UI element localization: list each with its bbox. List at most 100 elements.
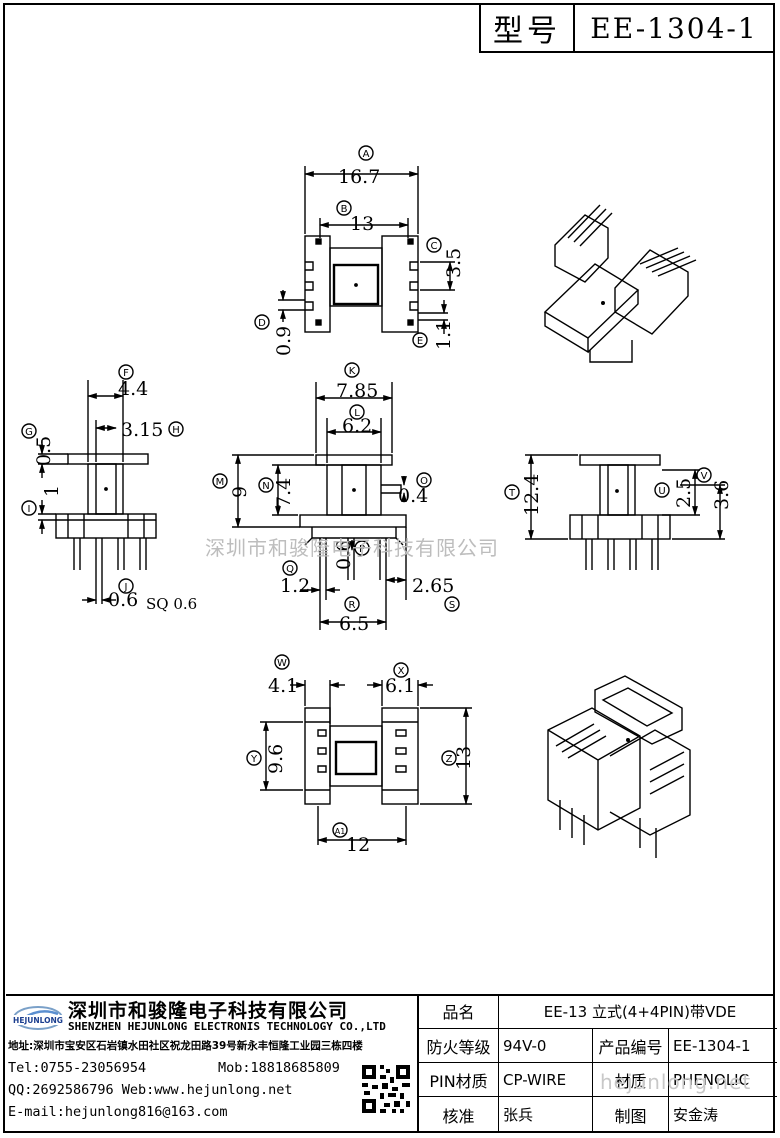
callout-A: A (363, 149, 370, 160)
callout-J: J (124, 582, 128, 593)
company-mob: Mob:18818685809 (218, 1060, 340, 1076)
bottom-divider (6, 994, 775, 996)
spec-table: 品名 EE-13 立式(4+4PIN)带VDE 防火等级 94V-0 产品编号 … (417, 994, 777, 1132)
qr-code (360, 1063, 412, 1115)
callout-F: F (123, 368, 129, 379)
dim-K: 7.85 (336, 380, 378, 402)
dim-Q: 1.2 (280, 575, 310, 597)
callout-H: H (172, 425, 180, 436)
front-view (212, 362, 460, 630)
logo-text: HEJUNLONG (13, 1016, 63, 1025)
company-logo: HEJUNLONG (12, 1006, 64, 1030)
model-title-block: 型号 EE-1304-1 (479, 3, 775, 53)
spec-row-material: PIN材质 CP-WIRE 材质 PHENOLIC (419, 1062, 777, 1097)
bottom-view (246, 654, 472, 845)
spec-row-approval: 核准 张兵 制图 安金涛 (419, 1096, 777, 1132)
dim-J: 0.6 (108, 589, 138, 611)
dim-B: 13 (350, 213, 374, 235)
spec-name-label: 品名 (419, 994, 499, 1028)
dim-X: 6.1 (385, 675, 415, 697)
company-email: E-mail:hejunlong816@163.com (8, 1104, 228, 1120)
spec-draw-label: 制图 (593, 1097, 669, 1132)
callout-R: R (349, 600, 356, 611)
company-name-cn: 深圳市和骏隆电子科技有限公司 (68, 1000, 349, 1022)
dim-A: 16.7 (338, 166, 380, 188)
callout-S: S (449, 600, 455, 611)
model-value: EE-1304-1 (590, 11, 758, 45)
callout-V: V (701, 471, 708, 482)
callout-Z: Z (446, 754, 453, 765)
spec-check-label: 核准 (419, 1097, 499, 1132)
dim-I: 1 (41, 485, 63, 497)
callout-M: M (216, 477, 225, 488)
company-info: HEJUNLONG 深圳市和骏隆电子科技有限公司 SHENZHEN HEJUNL… (6, 994, 416, 1131)
dim-T: 12.4 (521, 474, 543, 516)
dim-A1: 12 (346, 834, 370, 856)
dim-D: 0.9 (273, 326, 295, 356)
dim-J-sq: SQ 0.6 (146, 595, 197, 613)
dim-R: 6.5 (339, 613, 369, 635)
company-tel: Tel:0755-23056954 (8, 1060, 147, 1076)
dim-F: 4.4 (118, 378, 148, 400)
spec-fire-value: 94V-0 (499, 1029, 593, 1063)
company-name-en: SHENZHEN HEJUNLONG ELECTRONIS TECHNOLOGY… (68, 1020, 386, 1033)
company-address: 地址:深圳市宝安区石岩镇水田社区祝龙田路39号新永丰恒隆工业园三栋四楼 (8, 1040, 363, 1052)
spec-pin-label: PIN材质 (419, 1063, 499, 1097)
drawing-frame (3, 3, 775, 1133)
top-view (254, 145, 455, 348)
dim-Z: 13 (453, 746, 475, 770)
callout-D: D (258, 318, 266, 329)
right-side-view (504, 454, 725, 570)
dim-L: 6.2 (342, 415, 372, 437)
dim-U: 2.5 (673, 478, 695, 508)
callout-T: T (508, 488, 516, 499)
callout-E: E (417, 336, 423, 347)
watermark: 深圳市和骏隆电子科技有限公司 (205, 536, 499, 560)
spec-row-fire: 防火等级 94V-0 产品编号 EE-1304-1 (419, 1028, 777, 1063)
dim-S: 2.65 (412, 575, 454, 597)
callout-L: L (354, 408, 360, 419)
dim-E: 1.1 (433, 320, 455, 350)
callout-N: N (262, 481, 269, 492)
dim-W: 4.1 (268, 675, 298, 697)
spec-check-value: 张兵 (499, 1097, 593, 1132)
spec-pin-value: CP-WIRE (499, 1063, 593, 1097)
callout-A1: A1 (335, 827, 346, 836)
callout-I: I (28, 504, 31, 515)
dim-C: 3.5 (443, 248, 465, 278)
callout-G: G (25, 427, 33, 438)
spec-fire-label: 防火等级 (419, 1029, 499, 1063)
dim-H: 3.15 (121, 419, 163, 441)
iso-view-bottom (547, 675, 691, 858)
dim-N: 7.4 (273, 478, 295, 508)
callout-P: P (359, 544, 365, 555)
dim-Y: 9.6 (265, 744, 287, 774)
watermark-web: hejunlong.net (600, 1070, 752, 1094)
dim-O: 0.4 (398, 485, 428, 507)
spec-mat-label: 材质 (593, 1063, 669, 1097)
company-qq-web: QQ:2692586796 Web:www.hejunlong.net (8, 1082, 293, 1098)
model-label: 型号 (481, 5, 575, 51)
callout-C: C (431, 241, 438, 252)
spec-mat-value: PHENOLIC (673, 1071, 750, 1089)
spec-code-label: 产品编号 (593, 1029, 669, 1063)
spec-draw-value: 安金涛 (673, 1106, 719, 1124)
dim-P: 0.6 (333, 540, 355, 570)
spec-code-value: EE-1304-1 (673, 1037, 751, 1055)
callout-O: O (420, 476, 428, 487)
dim-M: 9 (229, 486, 251, 498)
callout-Q: Q (286, 564, 294, 575)
callout-U: U (658, 486, 665, 497)
callout-labels: A B C D E F G H I J K L M N O P Q R S T … (25, 149, 707, 836)
callout-Y: Y (250, 754, 258, 765)
spec-name-value: EE-13 立式(4+4PIN)带VDE (543, 1002, 737, 1021)
left-side-view (21, 364, 184, 604)
spec-row-name: 品名 EE-13 立式(4+4PIN)带VDE (419, 994, 777, 1028)
callout-B: B (341, 204, 348, 215)
technical-drawing: A B C D E F G H I J K L M N O P Q R S T … (21, 145, 733, 858)
dim-G: 0.5 (33, 436, 55, 466)
dim-V: 3.6 (711, 480, 733, 510)
callout-X: X (398, 666, 405, 677)
callout-K: K (349, 366, 356, 377)
dimension-values: 16.7 13 3.5 0.9 1.1 4.4 0.5 3.15 1 0.6 S… (33, 166, 733, 856)
